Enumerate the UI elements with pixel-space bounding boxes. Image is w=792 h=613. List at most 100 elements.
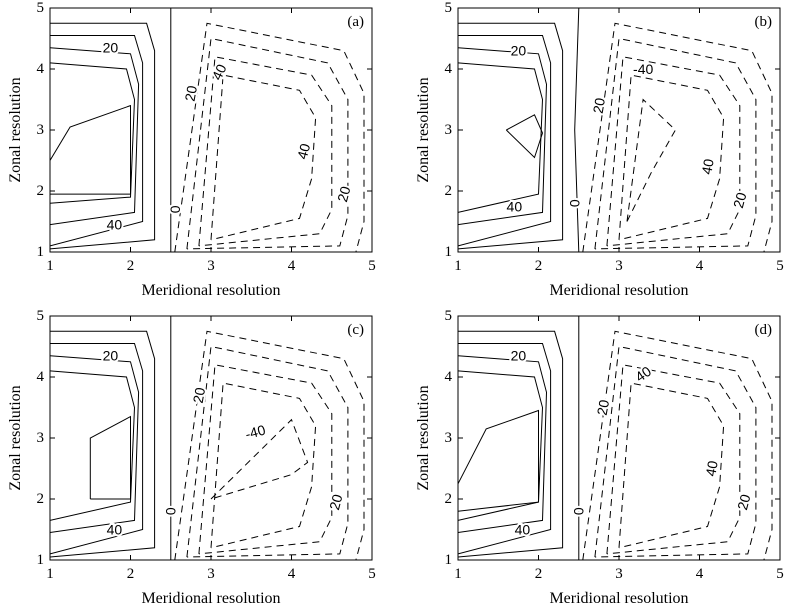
y-tick-label: 4 <box>37 61 45 77</box>
y-tick-label: 3 <box>445 122 453 138</box>
x-tick-label: 5 <box>368 566 376 582</box>
plot-frame <box>49 315 373 561</box>
y-tick-label: 5 <box>37 0 45 16</box>
x-tick-label: 3 <box>207 566 215 582</box>
contour-line-neg20 <box>594 345 757 558</box>
contour-label: 20 <box>730 190 750 209</box>
y-tick-label: 3 <box>445 430 453 446</box>
contour-line-neg30 <box>198 364 333 555</box>
x-tick-label: 5 <box>776 258 784 274</box>
panel-tag: (a) <box>347 14 364 30</box>
y-tick-label: 2 <box>445 183 453 199</box>
contour-label: 20 <box>190 386 208 404</box>
x-tick-label: 4 <box>288 566 296 582</box>
y-tick-label: 2 <box>37 491 45 507</box>
contour-line-20 <box>458 35 552 247</box>
panel-tag: (c) <box>347 322 364 338</box>
x-tick-label: 1 <box>46 566 54 582</box>
contour-label: 20 <box>103 40 119 56</box>
contour-line-40 <box>458 62 544 213</box>
contour-label: -40 <box>243 421 267 442</box>
panel-tag: (d) <box>755 322 773 338</box>
contour-line-40 <box>458 370 544 521</box>
y-axis-label: Zonal resolution <box>7 385 24 490</box>
y-tick-label: 1 <box>37 244 45 260</box>
contour-line-neg30 <box>606 364 741 555</box>
contour-label: 0 <box>167 205 183 213</box>
x-tick-label: 5 <box>368 258 376 274</box>
contour-label: 0 <box>163 507 179 515</box>
contour-line-neg50 <box>210 418 309 500</box>
contour-line-20 <box>458 343 552 555</box>
plot-frame <box>457 315 781 561</box>
y-axis-label: Zonal resolution <box>415 77 432 182</box>
y-axis-label: Zonal resolution <box>415 385 432 490</box>
y-axis-label: Zonal resolution <box>7 77 24 182</box>
y-tick-label: 4 <box>445 369 453 385</box>
y-tick-label: 2 <box>37 183 45 199</box>
plot-frame <box>49 7 373 253</box>
contour-line-neg40 <box>210 382 317 549</box>
x-axis-label: Meridional resolution <box>549 590 688 607</box>
contour-line-neg40 <box>618 382 725 549</box>
contour-line-neg40 <box>210 74 317 241</box>
x-axis-label: Meridional resolution <box>549 282 688 299</box>
contour-line-neg30 <box>198 56 333 247</box>
contour-line-10 <box>458 330 564 558</box>
contour-label: 40 <box>209 61 230 82</box>
x-tick-label: 4 <box>696 566 704 582</box>
contour-line-40 <box>50 370 136 521</box>
contour-line-neg20 <box>594 37 757 250</box>
y-tick-label: 4 <box>445 61 453 77</box>
contour-line-neg40 <box>618 74 725 241</box>
contour-line-neg30 <box>606 56 741 247</box>
contour-label: 40 <box>107 217 123 233</box>
y-tick-label: 4 <box>37 369 45 385</box>
contour-line-neg20 <box>186 345 349 558</box>
contour-line-20 <box>50 35 144 247</box>
contour-label: 20 <box>511 43 527 59</box>
x-axis-label: Meridional resolution <box>141 282 280 299</box>
contour-line-neg10 <box>174 330 365 560</box>
y-tick-label: 3 <box>37 122 45 138</box>
contour-line-50 <box>89 415 131 500</box>
contour-label: 40 <box>515 522 531 538</box>
contour-line-neg10 <box>582 330 773 560</box>
contour-label: 40 <box>698 157 716 175</box>
contour-line-neg20 <box>186 37 349 250</box>
contour-lines <box>50 316 365 560</box>
contour-line-20 <box>50 343 144 555</box>
y-tick-label: 2 <box>445 491 453 507</box>
contour-label: 20 <box>182 84 200 102</box>
contour-label: 0 <box>567 199 583 207</box>
y-tick-label: 1 <box>445 244 453 260</box>
x-axis-label: Meridional resolution <box>141 590 280 607</box>
y-tick-label: 5 <box>37 308 45 324</box>
x-tick-label: 3 <box>207 258 215 274</box>
x-tick-label: 2 <box>127 258 135 274</box>
x-tick-label: 5 <box>776 566 784 582</box>
contour-line-10 <box>458 22 564 250</box>
contour-line-30 <box>458 47 548 226</box>
x-tick-label: 3 <box>615 566 623 582</box>
contour-label: 40 <box>294 142 314 161</box>
panel-tag: (b) <box>755 14 773 30</box>
y-tick-label: 5 <box>445 0 453 16</box>
x-tick-label: 2 <box>127 566 135 582</box>
y-tick-label: 1 <box>37 552 45 568</box>
contour-label: 20 <box>326 492 346 511</box>
contour-line-30 <box>50 355 140 533</box>
contour-line-50 <box>458 409 539 512</box>
contour-line-50 <box>505 114 544 159</box>
contour-line-50 <box>50 104 131 195</box>
x-tick-label: 2 <box>535 566 543 582</box>
contour-lines <box>50 8 365 252</box>
y-tick-label: 3 <box>37 430 45 446</box>
contour-line-40 <box>50 62 136 204</box>
contour-line-10 <box>50 22 156 250</box>
contour-label: 20 <box>511 348 527 364</box>
